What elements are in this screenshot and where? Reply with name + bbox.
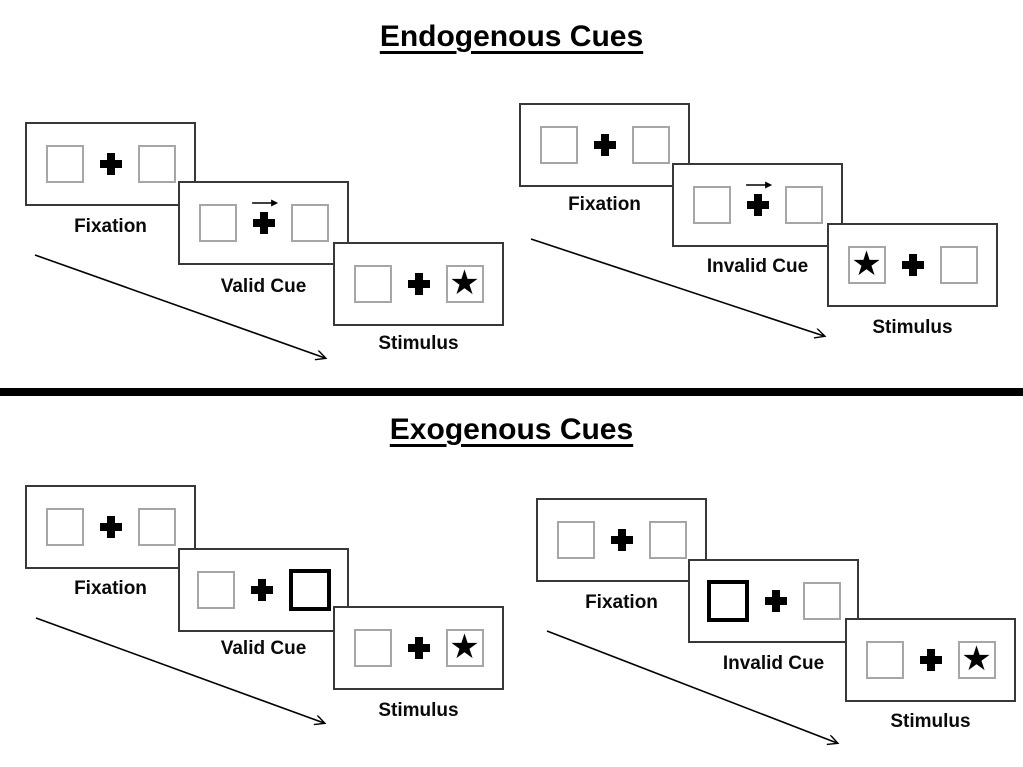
fixation-cross	[251, 199, 278, 234]
plus-icon	[407, 637, 430, 659]
star-stimulus-icon: ★	[961, 640, 992, 678]
star-stimulus-icon: ★	[449, 264, 480, 302]
target-box-left: ★	[847, 245, 886, 284]
star-stimulus-icon: ★	[449, 628, 480, 666]
target-box-right: ★	[957, 640, 996, 679]
fixation-cross	[249, 579, 275, 601]
fixation-cross	[98, 153, 124, 175]
placeholder-box-right	[784, 186, 823, 224]
plus-icon	[250, 579, 273, 601]
section-title-exogenous: Exogenous Cues	[389, 413, 634, 446]
plus-icon	[746, 194, 769, 216]
panel-stimulus: ★	[827, 223, 998, 307]
placeholder-box-left	[556, 521, 595, 559]
plus-icon	[901, 254, 924, 276]
placeholder-box-right	[631, 126, 670, 164]
placeholder-box-right	[939, 246, 978, 284]
panel-valid-cue	[178, 181, 349, 265]
panel-label-stimulus: Stimulus	[378, 333, 459, 354]
highlighted-cue-box-left	[706, 580, 749, 622]
placeholder-box-left	[45, 145, 84, 183]
placeholder-box-right	[290, 204, 329, 242]
panel-label-fixation: Fixation	[568, 194, 641, 215]
section-title-endogenous: Endogenous Cues	[379, 20, 644, 53]
placeholder-box-left	[353, 265, 392, 303]
placeholder-box-left	[865, 641, 904, 679]
placeholder-box-left	[539, 126, 578, 164]
fixation-cross	[609, 529, 635, 551]
star-stimulus-icon: ★	[851, 245, 882, 283]
placeholder-box-left	[45, 508, 84, 546]
panel-label-stimulus: Stimulus	[378, 700, 459, 721]
fixation-cross	[918, 649, 944, 671]
panel-invalid-cue	[672, 163, 843, 247]
plus-icon	[252, 212, 275, 234]
panel-stimulus: ★	[333, 242, 504, 326]
section-divider	[0, 388, 1023, 396]
sequence-arrow-exogenous-invalid	[546, 630, 837, 743]
panel-fixation	[536, 498, 707, 582]
panel-stimulus: ★	[845, 618, 1016, 702]
target-box-right: ★	[445, 264, 484, 303]
panel-invalid-cue	[688, 559, 859, 643]
fixation-cross	[98, 516, 124, 538]
placeholder-box-right	[802, 582, 841, 620]
panel-label-valid-cue: Valid Cue	[220, 276, 307, 297]
plus-icon	[764, 590, 787, 612]
placeholder-box-right	[137, 508, 176, 546]
fixation-cross	[745, 181, 772, 216]
cue-right-arrow-icon	[251, 199, 278, 207]
sequence-arrow-endogenous-valid	[34, 254, 325, 358]
cue-right-arrow-icon	[745, 181, 772, 189]
panel-label-stimulus: Stimulus	[872, 317, 953, 338]
fixation-cross	[406, 273, 432, 295]
panel-valid-cue	[178, 548, 349, 632]
plus-icon	[593, 134, 616, 156]
plus-icon	[610, 529, 633, 551]
placeholder-box-left	[198, 204, 237, 242]
placeholder-box-left	[353, 629, 392, 667]
highlighted-cue-box-right	[288, 569, 331, 611]
sequence-arrow-exogenous-valid	[35, 617, 324, 723]
target-box-right: ★	[445, 628, 484, 667]
panel-fixation	[25, 122, 196, 206]
plus-icon	[99, 516, 122, 538]
fixation-cross	[763, 590, 789, 612]
panel-label-stimulus: Stimulus	[890, 711, 971, 732]
plus-icon	[919, 649, 942, 671]
sequence-arrow-endogenous-invalid	[530, 238, 824, 336]
plus-icon	[407, 273, 430, 295]
placeholder-box-right	[648, 521, 687, 559]
placeholder-box-right	[137, 145, 176, 183]
placeholder-box-left	[196, 571, 235, 609]
placeholder-box-left	[692, 186, 731, 224]
panel-stimulus: ★	[333, 606, 504, 690]
panel-label-invalid-cue: Invalid Cue	[722, 653, 825, 674]
fixation-cross	[900, 254, 926, 276]
fixation-cross	[592, 134, 618, 156]
panel-label-fixation: Fixation	[74, 216, 147, 237]
panel-label-valid-cue: Valid Cue	[220, 638, 307, 659]
panel-fixation	[519, 103, 690, 187]
fixation-cross	[406, 637, 432, 659]
panel-fixation	[25, 485, 196, 569]
panel-label-fixation: Fixation	[74, 578, 147, 599]
panel-label-fixation: Fixation	[585, 592, 658, 613]
panel-label-invalid-cue: Invalid Cue	[706, 256, 809, 277]
plus-icon	[99, 153, 122, 175]
